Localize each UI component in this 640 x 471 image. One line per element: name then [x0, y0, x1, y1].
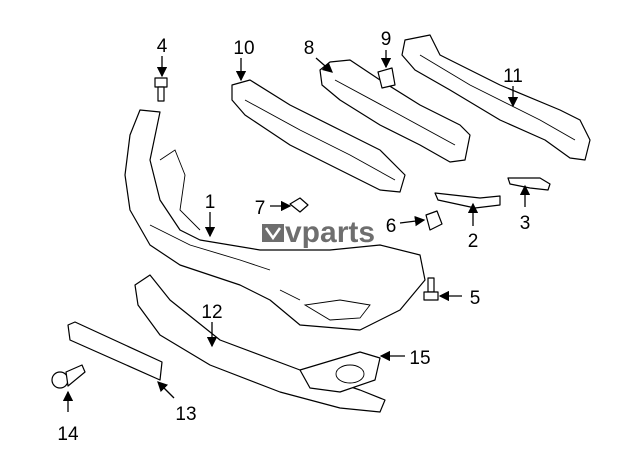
callout-2: 2 — [468, 231, 479, 252]
watermark-logo: vparts — [262, 216, 375, 249]
part-7-clip — [289, 197, 309, 213]
part-8-absorber — [319, 59, 471, 163]
part-14-bolt — [51, 364, 86, 389]
callout-7: 7 — [255, 198, 266, 219]
part-6-clip — [425, 210, 443, 231]
callout-9: 9 — [381, 29, 392, 50]
part-9-bracket — [377, 67, 396, 89]
callout-6: 6 — [386, 216, 397, 237]
part-4-bolt — [154, 77, 168, 102]
callout-14: 14 — [57, 424, 79, 445]
callout-4: 4 — [157, 36, 168, 57]
callout-arrows — [62, 50, 531, 412]
part-10-absorber — [231, 79, 406, 193]
part-5-bolt — [423, 277, 439, 301]
part-2-bracket — [434, 192, 501, 209]
callout-12: 12 — [201, 302, 222, 323]
part-1-bumper-cover — [124, 109, 426, 331]
callout-5: 5 — [470, 288, 481, 309]
callout-15: 15 — [409, 348, 430, 369]
callout-13: 13 — [175, 404, 196, 425]
callout-3: 3 — [520, 213, 531, 234]
callout-1: 1 — [205, 192, 216, 213]
part-11-reinforcement — [401, 34, 591, 161]
callout-8: 8 — [304, 38, 315, 59]
callout-10: 10 — [233, 38, 254, 59]
part-3-bracket — [507, 177, 551, 191]
callout-11: 11 — [503, 66, 523, 87]
part-15-fog-bezel — [299, 351, 381, 393]
part-13-plate-bracket — [67, 321, 163, 381]
watermark-text: vparts — [285, 216, 375, 249]
